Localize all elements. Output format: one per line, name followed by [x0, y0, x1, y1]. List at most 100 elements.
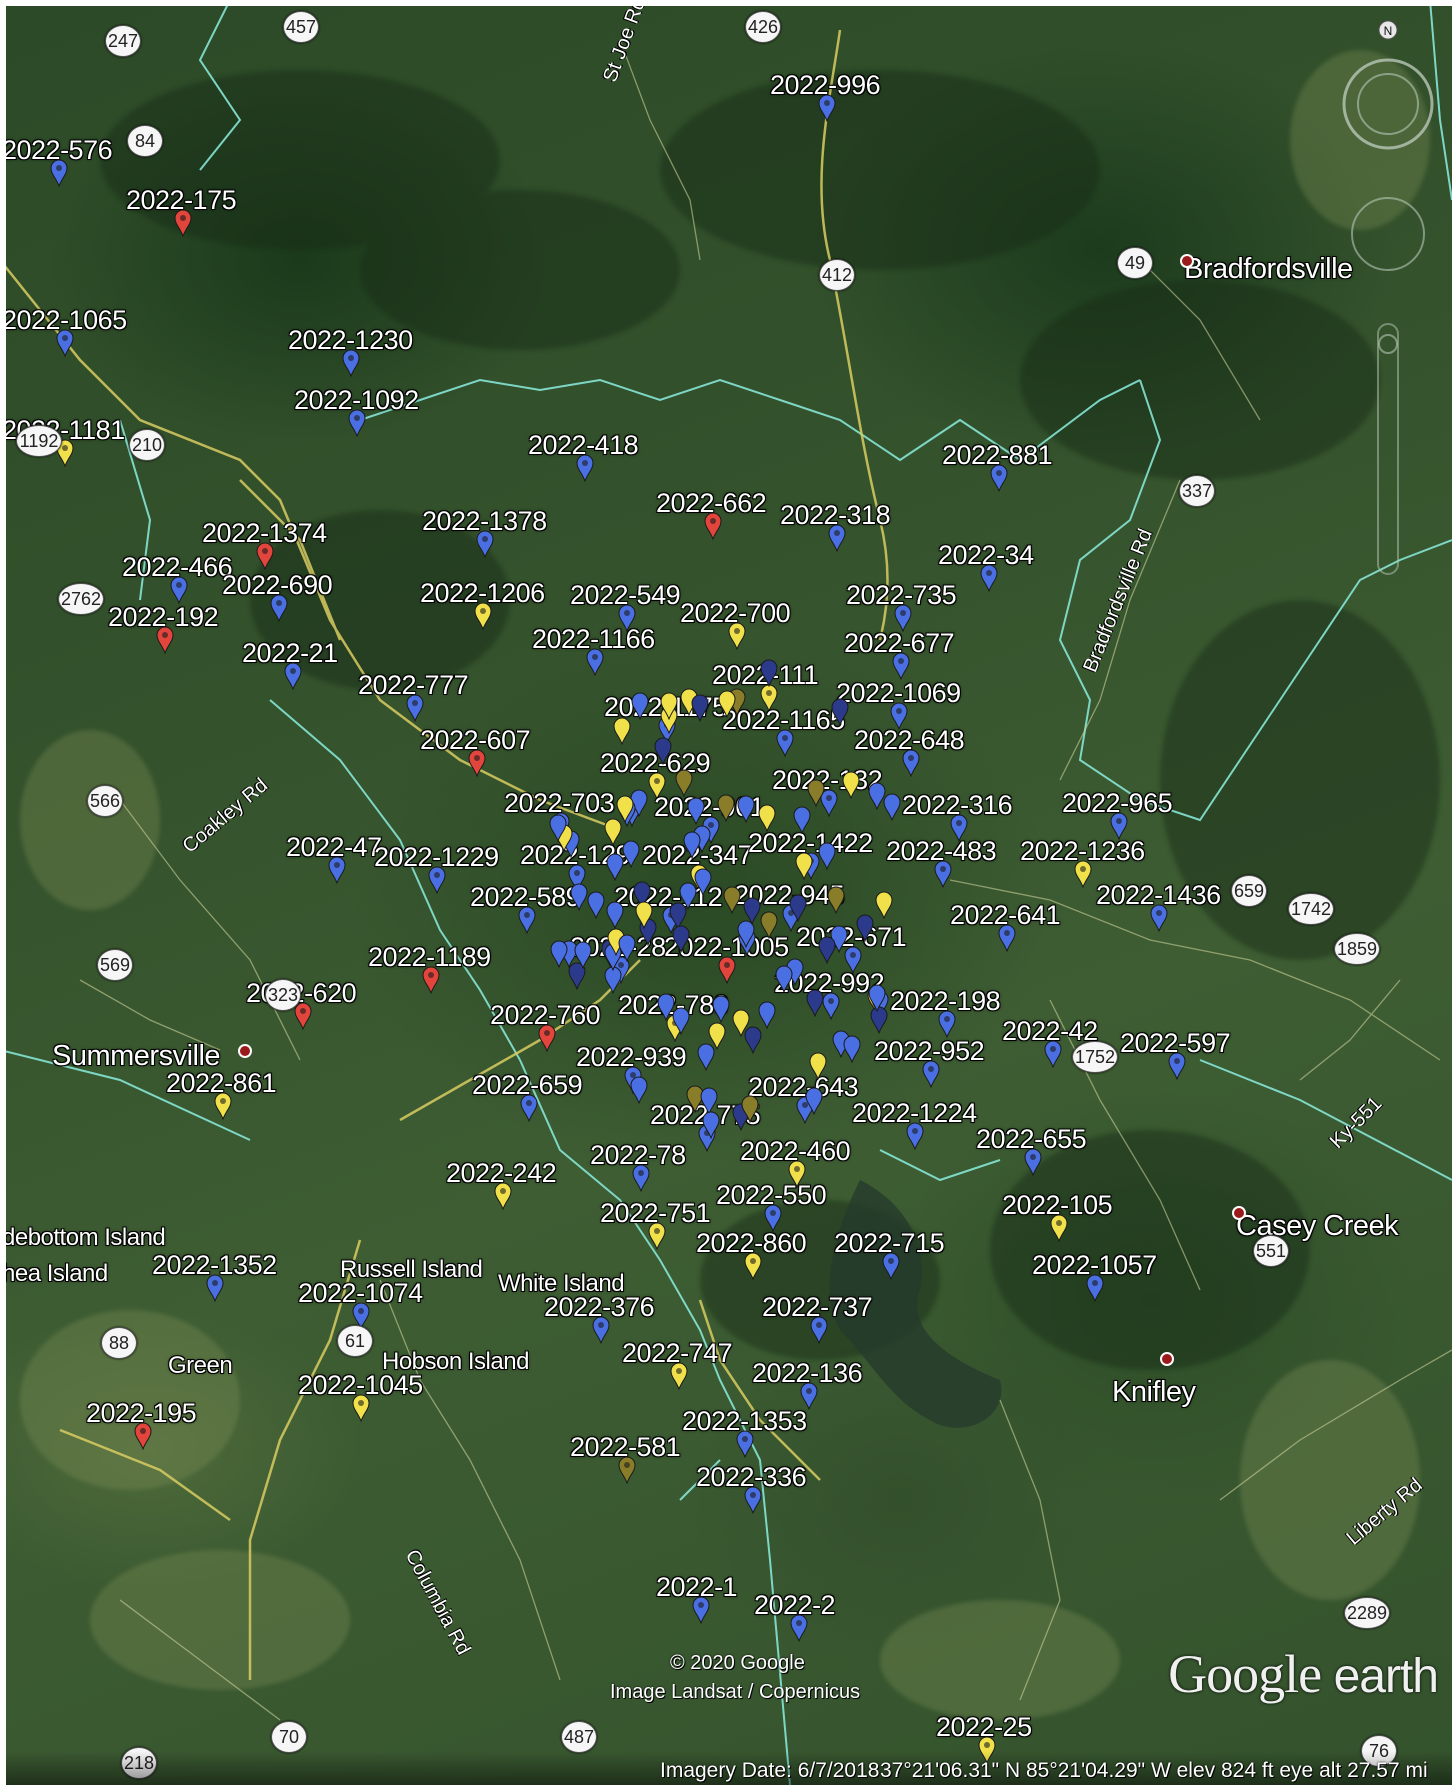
cluster-pin-icon[interactable] [687, 797, 705, 825]
cluster-pin-icon[interactable] [694, 868, 712, 896]
look-joystick-icon[interactable] [1351, 197, 1425, 271]
map-pin-icon[interactable] [468, 749, 486, 777]
marker-label[interactable]: 2022-1045 [298, 1370, 423, 1400]
map-pin-icon[interactable] [270, 594, 288, 622]
marker-label[interactable]: 2022-418 [528, 430, 639, 460]
marker-label[interactable]: 2022-760 [490, 1000, 601, 1030]
map-pin-icon[interactable] [1044, 1040, 1062, 1068]
cluster-pin-icon[interactable] [758, 804, 776, 833]
cluster-pin-icon[interactable] [809, 1052, 827, 1080]
cluster-pin-icon[interactable] [708, 1022, 726, 1050]
map-pin-icon[interactable] [882, 1252, 900, 1280]
marker-label[interactable]: 2022-662 [656, 488, 767, 518]
map-pin-icon[interactable] [648, 772, 666, 800]
map-pin-icon[interactable] [134, 1422, 152, 1450]
map-pin-icon[interactable] [718, 956, 736, 984]
map-pin-icon[interactable] [744, 1486, 762, 1514]
cluster-pin-icon[interactable] [843, 1035, 861, 1063]
cluster-pin-icon[interactable] [717, 794, 735, 822]
marker-label[interactable]: 2022-671 [796, 922, 907, 952]
cluster-pin-icon[interactable] [630, 1076, 648, 1104]
marker-label[interactable]: 2022-1374 [202, 518, 327, 548]
marker-label[interactable]: 2022-641 [950, 900, 1061, 930]
cluster-pin-icon[interactable] [691, 694, 709, 722]
map-pin-icon[interactable] [284, 662, 302, 690]
marker-label[interactable]: 2022-376 [544, 1292, 655, 1322]
marker-label[interactable]: 2022-648 [854, 725, 965, 755]
map-pin-icon[interactable] [1168, 1052, 1186, 1080]
marker-label[interactable]: 2022-1189 [368, 942, 491, 972]
marker-label[interactable]: 2022-1378 [422, 506, 547, 536]
map-pin-icon[interactable] [998, 924, 1016, 952]
map-pin-icon[interactable] [790, 1614, 808, 1642]
cluster-pin-icon[interactable] [868, 984, 886, 1013]
marker-label[interactable]: 2022-1057 [1032, 1250, 1157, 1280]
cluster-pin-icon[interactable] [697, 1043, 715, 1072]
cluster-pin-icon[interactable] [570, 883, 588, 911]
cluster-pin-icon[interactable] [686, 1085, 704, 1114]
marker-label[interactable]: 2022-2 [754, 1590, 836, 1620]
marker-label[interactable]: 2022-1 [656, 1572, 738, 1602]
cluster-pin-icon[interactable] [732, 1009, 750, 1037]
marker-label[interactable]: 2022-629 [600, 748, 711, 778]
cluster-pin-icon[interactable] [793, 806, 811, 834]
cluster-pin-icon[interactable] [604, 818, 622, 847]
marker-label[interactable]: 2022-659 [472, 1070, 583, 1100]
map-pin-icon[interactable] [568, 864, 586, 892]
cluster-pin-icon[interactable] [818, 936, 836, 964]
map-pin-icon[interactable] [328, 856, 346, 884]
cluster-pin-icon[interactable] [622, 840, 640, 869]
marker-label[interactable]: 2022-643 [748, 1072, 859, 1102]
map-pin-icon[interactable] [422, 966, 440, 994]
marker-label[interactable]: 2022-47 [286, 832, 382, 862]
map-pin-icon[interactable] [56, 329, 74, 357]
map-pin-icon[interactable] [934, 860, 952, 888]
map-pin-icon[interactable] [428, 866, 446, 894]
map-pin-icon[interactable] [406, 694, 424, 722]
marker-label[interactable]: 2022-1436 [1096, 880, 1221, 910]
marker-label[interactable]: 2022-655 [976, 1124, 1087, 1154]
map-pin-icon[interactable] [50, 159, 68, 187]
map-pin-icon[interactable] [592, 1316, 610, 1344]
marker-label[interactable]: 2022-175 [126, 185, 237, 215]
cluster-pin-icon[interactable] [633, 881, 651, 910]
cluster-pin-icon[interactable] [868, 782, 886, 811]
map-pin-icon[interactable] [670, 1362, 688, 1390]
map-pin-icon[interactable] [692, 1596, 710, 1624]
marker-label[interactable]: 2022-965 [1062, 788, 1173, 818]
marker-label[interactable]: 2022-589 [470, 882, 581, 912]
marker-label[interactable]: 2022-318 [780, 500, 891, 530]
cluster-pin-icon[interactable] [660, 692, 678, 720]
map-pin-icon[interactable] [704, 512, 722, 540]
cluster-pin-icon[interactable] [760, 659, 778, 687]
marker-label[interactable]: 2022-939 [576, 1042, 687, 1072]
cluster-pin-icon[interactable] [613, 717, 631, 746]
map-pin-icon[interactable] [352, 1394, 370, 1422]
cluster-pin-icon[interactable] [712, 995, 730, 1024]
map-pin-icon[interactable] [922, 1060, 940, 1088]
map-pin-icon[interactable] [632, 1164, 650, 1192]
marker-label[interactable]: 2022-483 [886, 836, 997, 866]
cluster-pin-icon[interactable] [758, 1001, 776, 1029]
map-pin-icon[interactable] [906, 1122, 924, 1150]
marker-label[interactable]: 2022-861 [166, 1068, 277, 1098]
marker-label[interactable]: 2022-581 [570, 1432, 681, 1462]
map-pin-icon[interactable] [776, 729, 794, 757]
cluster-pin-icon[interactable] [657, 993, 675, 1022]
marker-label[interactable]: 2022-607 [420, 725, 531, 755]
map-pin-icon[interactable] [764, 1204, 782, 1232]
marker-label[interactable]: 2022-751 [600, 1198, 711, 1228]
marker-label[interactable]: 2022-620 [246, 978, 357, 1008]
cluster-pin-icon[interactable] [818, 842, 836, 871]
marker-label[interactable]: 2022-1353 [682, 1406, 807, 1436]
cluster-pin-icon[interactable] [875, 891, 893, 919]
map-pin-icon[interactable] [990, 464, 1008, 492]
map-pin-icon[interactable] [1086, 1274, 1104, 1302]
cluster-pin-icon[interactable] [760, 911, 778, 939]
street-view-person-icon[interactable] [1378, 334, 1398, 354]
marker-label[interactable]: 2022-466 [122, 552, 233, 582]
map-pin-icon[interactable] [1074, 860, 1092, 888]
map-pin-icon[interactable] [892, 652, 910, 680]
map-pin-icon[interactable] [810, 1316, 828, 1344]
marker-label[interactable]: 2022-1352 [152, 1250, 277, 1280]
